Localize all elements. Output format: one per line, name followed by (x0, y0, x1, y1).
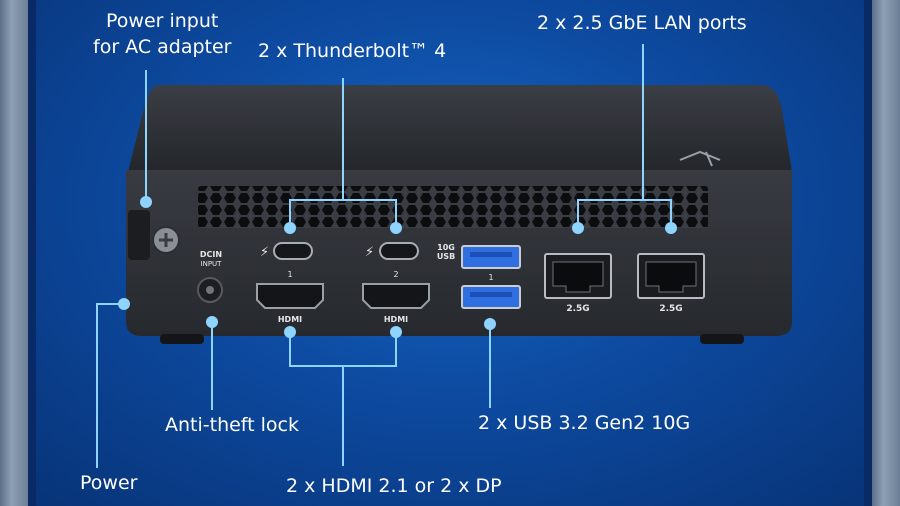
label-lan: 2 x 2.5 GbE LAN ports (537, 12, 747, 34)
label-power-input-line2: for AC adapter (93, 36, 232, 58)
usb-port-1-number: 1 (488, 273, 493, 282)
tb-icon-1: ⚡ (260, 245, 269, 260)
label-thunderbolt: 2 x Thunderbolt™ 4 (258, 40, 447, 62)
label-power: Power (80, 472, 138, 494)
frame-inner-right (864, 0, 872, 506)
foot-left (160, 334, 204, 344)
lan-port-1-jack (552, 261, 604, 293)
lan-port-1-speed: 2.5G (566, 304, 589, 314)
mini-pc: DCIN INPUT ⚡ 1 ⚡ 2 HDMI HDMI 10G USB 1 2… (126, 85, 792, 344)
vent-grille (198, 186, 708, 228)
dcin-label-line1: DCIN (200, 250, 222, 259)
usb-port-2-tongue (470, 292, 512, 297)
callout-dots (118, 196, 677, 338)
frame-inner-left (28, 0, 36, 506)
lan-port-2-speed: 2.5G (659, 304, 682, 314)
callout-lan (577, 44, 672, 226)
thunderbolt-port-1 (273, 242, 313, 260)
dot-tb-1 (284, 222, 296, 234)
frame-left (0, 0, 28, 506)
callout-power (96, 303, 124, 468)
dot-lan-2 (665, 222, 677, 234)
callouts (96, 44, 672, 468)
dot-lan-1 (572, 222, 584, 234)
dot-tb-2 (390, 222, 402, 234)
callout-hdmi (289, 332, 397, 466)
dot-power-input (140, 196, 152, 208)
dot-anti-theft (206, 316, 218, 328)
lock-bracket (128, 210, 150, 260)
usb-port-1-tongue (470, 252, 512, 257)
label-anti-theft: Anti-theft lock (165, 414, 300, 436)
anti-theft-screw-cross (159, 233, 173, 247)
dcin-pin (206, 286, 214, 294)
label-usb: 2 x USB 3.2 Gen2 10G (478, 412, 691, 434)
usb-speed-line1: 10G (437, 243, 455, 252)
dot-hdmi-2 (390, 326, 402, 338)
tb-icon-2: ⚡ (365, 245, 374, 260)
foot-right (700, 334, 744, 344)
dcin-label-line2: INPUT (201, 260, 223, 268)
hdmi-port-1 (256, 283, 324, 309)
dot-usb (484, 318, 496, 330)
tb-port-1-number: 1 (287, 270, 292, 279)
thunderbolt-port-2 (379, 242, 419, 260)
frame-right (872, 0, 900, 506)
device-top-surface (128, 85, 792, 172)
lan-port-2-jack (645, 261, 697, 293)
callout-thunderbolt (289, 78, 397, 226)
hdmi-logo-2: HDMI (384, 315, 408, 324)
hdmi-logo-1: HDMI (278, 315, 302, 324)
brand-logo (679, 150, 721, 167)
tb-port-2-number: 2 (393, 270, 398, 279)
dot-power (118, 298, 130, 310)
dot-hdmi-1 (284, 326, 296, 338)
label-power-input-line1: Power input (106, 10, 219, 32)
label-hdmi: 2 x HDMI 2.1 or 2 x DP (286, 475, 502, 497)
usb-speed-line2: USB (437, 252, 455, 261)
hdmi-port-2 (362, 283, 430, 309)
